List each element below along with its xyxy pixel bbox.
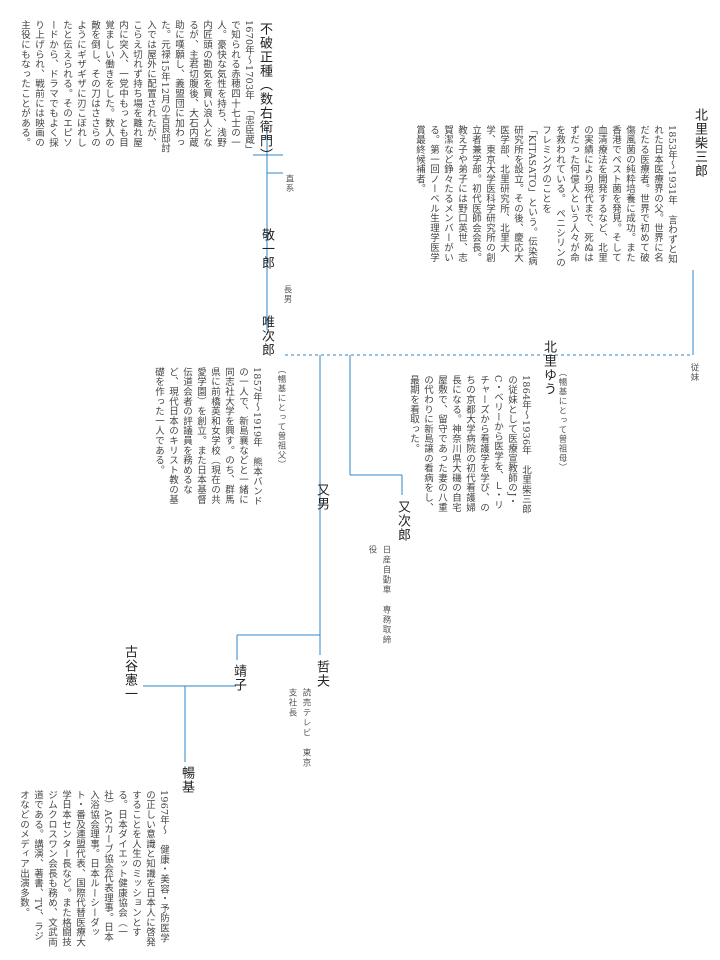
yu-bio: 1864年〜1936年 北里柴三郎の従妹として医療宣教師のJ・C・ベリーから医学…: [408, 375, 531, 514]
yuijiro-relation: （暢基にとって曽祖父）: [276, 365, 286, 470]
nobuki-name: 暢基: [179, 766, 194, 794]
matao-name: 又男: [314, 483, 329, 511]
kitasato-name: 北里柴三郎: [692, 108, 707, 178]
yu-relation: （暢基にとって曽祖母）: [557, 368, 567, 473]
nobuki-bio: 1967年〜 健康・美容・予防医学の正しい意識と知識を日本人に啓発することを人生…: [18, 790, 169, 947]
matajiro-name: 又次郎: [395, 500, 410, 542]
keiichiro-name: 敬一郎: [259, 228, 274, 270]
yuijiro-name: 唯次郎: [259, 315, 274, 357]
direct-line-label: 直系: [284, 174, 294, 193]
eldest-son-label: 長男: [282, 285, 292, 304]
yuijiro-bio: 1857年〜1919年 熊本バンドの一人で、新島襄などと一緒に同志社大学を興す。…: [153, 367, 262, 506]
cousin-label: 従妹: [689, 363, 699, 382]
matajiro-position: 日産自動車 専務取締役: [367, 545, 391, 645]
yasuko-name: 靖子: [231, 664, 246, 692]
kitasato-bio: 1853年〜1931年 言わずと知れた日本医療界の父。世界に名だたる医療者。世界…: [414, 125, 677, 268]
furuya-name: 古谷憲一: [122, 645, 137, 701]
fuwa-bio: 1670年〜1703年 「忠臣蔵」で知られる赤穂四十七士の一人。豪快な気性を持ち…: [19, 20, 254, 155]
yu-name: 北里ゆう: [541, 340, 556, 396]
tetsuo-position: 読売テレビ 東京支社長: [287, 688, 311, 768]
tetsuo-name: 哲夫: [314, 660, 329, 688]
fuwa-name: 不破正種（数右衛門）: [257, 22, 272, 162]
